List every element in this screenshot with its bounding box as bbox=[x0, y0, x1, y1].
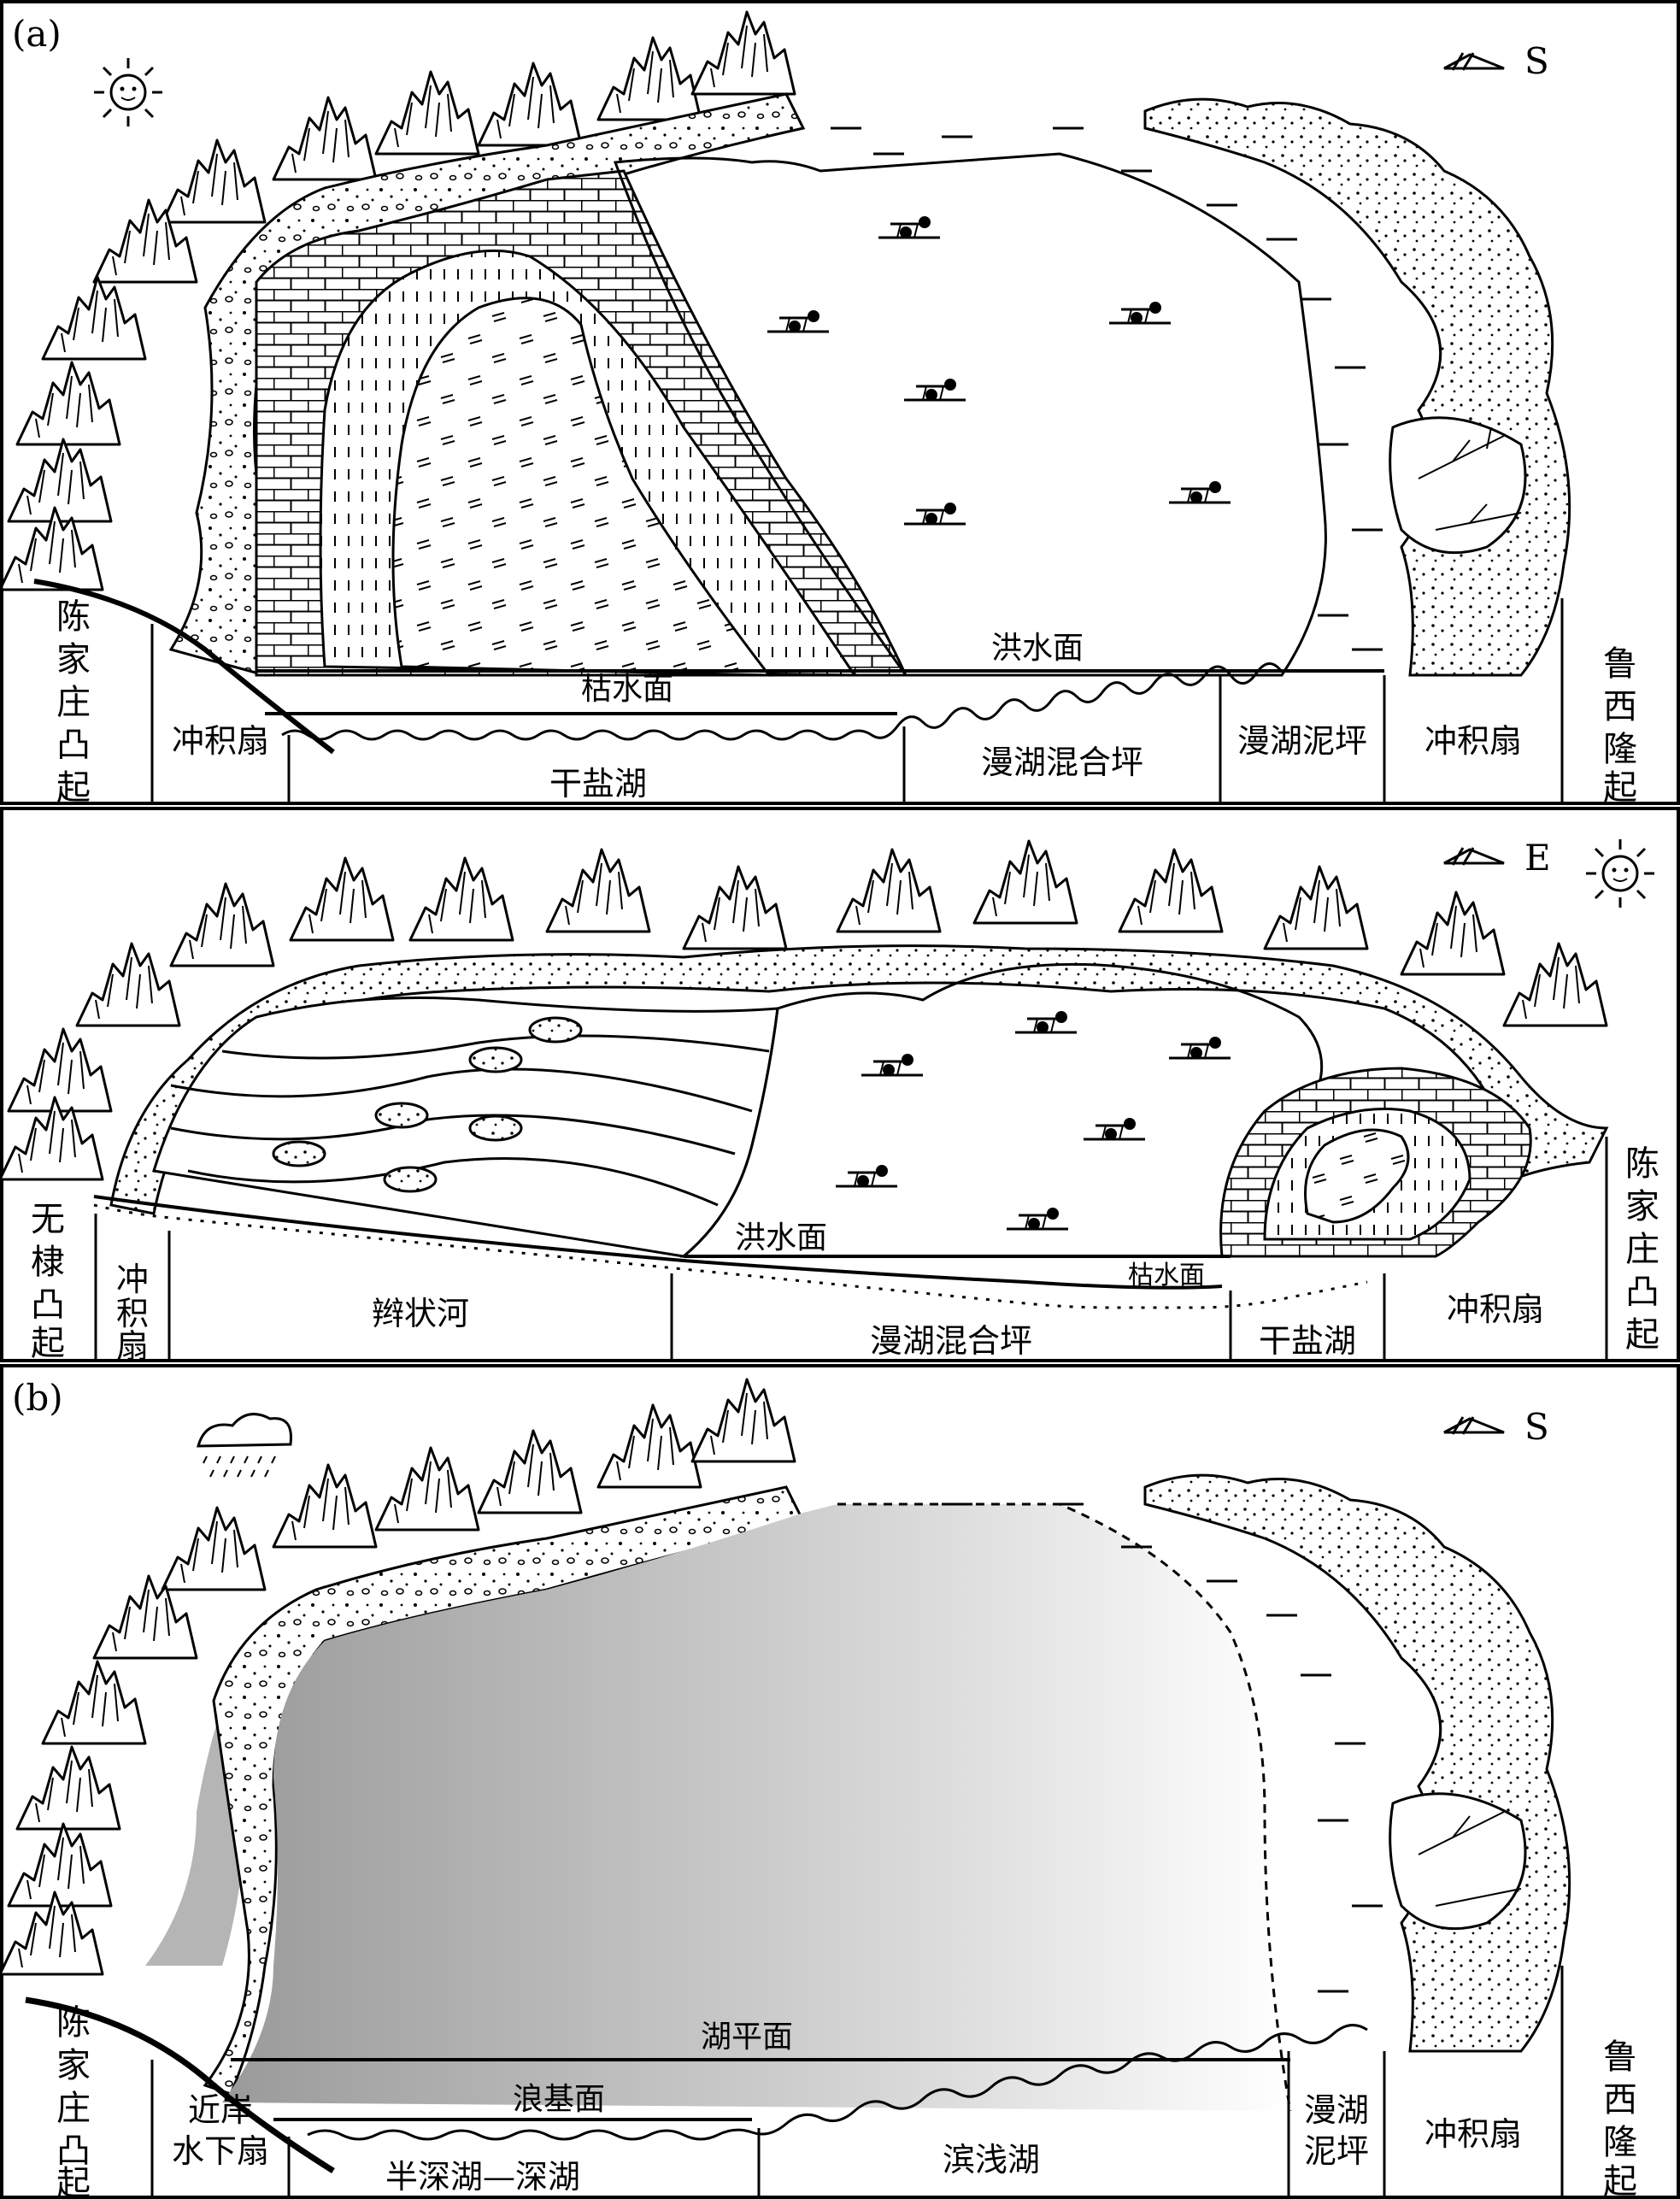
panel-a: (a) S bbox=[0, 0, 1680, 808]
dry-label-2: 枯水面 bbox=[1128, 1261, 1205, 1291]
svg-text:陈: 陈 bbox=[1625, 1144, 1659, 1184]
salt-lake-core bbox=[1304, 1128, 1410, 1224]
svg-text:水下扇: 水下扇 bbox=[172, 2132, 269, 2170]
svg-text:鲁: 鲁 bbox=[1603, 644, 1637, 684]
lake-level-label: 湖平面 bbox=[701, 2020, 793, 2055]
hills-right-b bbox=[1143, 1473, 1571, 2053]
svg-text:庄: 庄 bbox=[1625, 1230, 1659, 1269]
svg-text:起: 起 bbox=[1603, 2162, 1637, 2199]
svg-text:西: 西 bbox=[1603, 2080, 1637, 2120]
wavy-base-b bbox=[307, 2024, 1368, 2141]
svg-text:泥坪: 泥坪 bbox=[1304, 2132, 1369, 2170]
lake-outline-2 bbox=[679, 962, 1324, 1258]
panel-b-right-block: 鲁 西 隆 起 bbox=[1603, 2037, 1637, 2199]
dry-label: 枯水面 bbox=[581, 672, 673, 707]
cell-a-1: 冲积扇 bbox=[172, 722, 269, 760]
braided-channels bbox=[170, 1034, 770, 1207]
cell-b-5: 冲积扇 bbox=[1424, 2115, 1522, 2153]
cell-b-3: 滨浅湖 bbox=[943, 2141, 1040, 2178]
svg-text:凸: 凸 bbox=[31, 1285, 65, 1325]
panel-b-table bbox=[0, 1966, 1564, 2197]
svg-text:冲: 冲 bbox=[116, 1261, 149, 1298]
svg-text:隆: 隆 bbox=[1603, 2123, 1637, 2162]
svg-text:家: 家 bbox=[1625, 1187, 1659, 1226]
lake-outline bbox=[613, 152, 1327, 677]
cell-a2-2: 辫状河 bbox=[372, 1295, 469, 1332]
panel-b: (b) S bbox=[0, 1364, 1680, 2199]
panel-a-tag: (a) bbox=[12, 13, 62, 55]
compass-icon bbox=[1443, 847, 1505, 866]
compass-label-b: S bbox=[1524, 1406, 1549, 1448]
fault-left bbox=[33, 579, 335, 755]
svg-text:陈: 陈 bbox=[56, 2003, 91, 2043]
svg-text:起: 起 bbox=[1625, 1315, 1659, 1355]
panel-a-table bbox=[0, 581, 1564, 803]
svg-text:起: 起 bbox=[1603, 768, 1637, 808]
panel-a-right-block: 鲁 西 隆 起 bbox=[1603, 644, 1637, 808]
compass-icon bbox=[1443, 52, 1505, 71]
panel-a2-table bbox=[94, 1137, 1608, 1361]
compass-label: S bbox=[1524, 40, 1549, 82]
cell-a2-3: 漫湖混合坪 bbox=[870, 1322, 1032, 1360]
cell-b-4-vertical: 漫湖 泥坪 bbox=[1304, 2091, 1369, 2170]
left-block-char-2: 家 bbox=[56, 640, 91, 679]
lake-body-gradient bbox=[222, 1504, 1290, 2111]
wavy-base bbox=[281, 662, 1283, 741]
compass-label-e: E bbox=[1524, 837, 1551, 879]
hills-right bbox=[1143, 97, 1571, 677]
cell-a2-4: 干盐湖 bbox=[1259, 1322, 1356, 1360]
flood-label: 洪水面 bbox=[991, 631, 1084, 666]
dry-line-2 bbox=[93, 1195, 1223, 1290]
svg-text:棣: 棣 bbox=[31, 1243, 65, 1282]
panel-a2-left-block: 无 棣 凸 起 bbox=[31, 1200, 65, 1363]
svg-text:漫湖: 漫湖 bbox=[1304, 2091, 1369, 2129]
sun-icon bbox=[1584, 838, 1656, 909]
svg-text:隆: 隆 bbox=[1603, 730, 1637, 769]
cell-b-2: 半深湖—深湖 bbox=[385, 2158, 580, 2196]
cell-a-5: 冲积扇 bbox=[1424, 722, 1522, 760]
svg-text:起: 起 bbox=[56, 2164, 91, 2199]
compass-icon bbox=[1443, 1416, 1505, 1435]
svg-text:无: 无 bbox=[31, 1200, 65, 1239]
nearshore-fan bbox=[203, 1485, 806, 2096]
rain-cloud-icon bbox=[197, 1413, 292, 1478]
cell-a-4: 漫湖泥坪 bbox=[1237, 722, 1367, 760]
panel-a2-right-block: 陈 家 庄 凸 起 bbox=[1625, 1144, 1659, 1355]
svg-text:扇: 扇 bbox=[116, 1327, 149, 1365]
channel-bars bbox=[272, 1016, 583, 1193]
svg-text:家: 家 bbox=[56, 2046, 91, 2085]
flood-label-2: 洪水面 bbox=[735, 1220, 827, 1255]
left-block-char-5: 起 bbox=[56, 768, 91, 808]
cell-b-1-vertical: 近岸 水下扇 bbox=[172, 2091, 269, 2170]
panel-b-tag: (b) bbox=[12, 1377, 63, 1419]
cell-a2-5: 冲积扇 bbox=[1447, 1291, 1544, 1328]
svg-text:积: 积 bbox=[116, 1295, 149, 1332]
salt-core bbox=[391, 297, 772, 677]
sun-icon bbox=[92, 56, 164, 128]
panel-a-left-block: 陈 家 庄 凸 起 bbox=[56, 597, 91, 808]
lake-dashed-edge bbox=[837, 1502, 1292, 2112]
left-block-char-3: 庄 bbox=[56, 683, 91, 722]
svg-text:近岸: 近岸 bbox=[188, 2091, 253, 2129]
svg-text:鲁: 鲁 bbox=[1603, 2037, 1637, 2077]
svg-text:庄: 庄 bbox=[56, 2089, 91, 2128]
panel-b-left-block: 陈 家 庄 凸 起 bbox=[56, 2003, 91, 2199]
cell-a-2: 干盐湖 bbox=[549, 765, 647, 803]
cell-a-3: 漫湖混合坪 bbox=[981, 744, 1143, 781]
left-block-char-1: 陈 bbox=[56, 597, 91, 637]
svg-text:凸: 凸 bbox=[1625, 1273, 1659, 1312]
left-block-char-4: 凸 bbox=[56, 726, 91, 765]
svg-text:凸: 凸 bbox=[56, 2131, 91, 2171]
svg-text:起: 起 bbox=[31, 1324, 65, 1363]
gravel-base bbox=[93, 1203, 1368, 1309]
svg-text:西: 西 bbox=[1603, 687, 1637, 726]
cell-a2-1-vertical: 冲 积 扇 bbox=[116, 1261, 149, 1365]
wave-base-label: 浪基面 bbox=[513, 2082, 605, 2117]
panel-a2: E bbox=[0, 807, 1680, 1365]
